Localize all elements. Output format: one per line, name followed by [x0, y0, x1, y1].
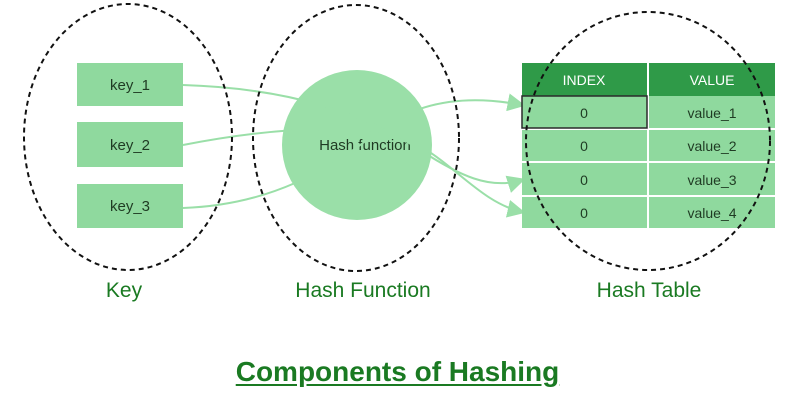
value-header-cell	[649, 63, 775, 96]
index-cell	[522, 197, 647, 228]
index-cell	[521, 95, 648, 129]
diagram-title: Components of Hashing	[235, 356, 560, 387]
index-header-cell	[522, 63, 647, 96]
key-label: key_1	[110, 77, 150, 94]
key-label: key_3	[110, 198, 150, 215]
value-cell	[649, 130, 775, 161]
key-box-1: key_1	[77, 63, 183, 106]
hash-function-label: Hash function	[319, 137, 411, 154]
hash-function-group-ellipse	[252, 4, 460, 272]
value-cell-text: value_4	[687, 205, 736, 221]
key-group-ellipse	[23, 3, 233, 271]
value-cell-text: value_1	[687, 105, 736, 121]
index-cell-text: 0	[580, 138, 588, 154]
key-label: key_2	[110, 137, 150, 154]
hash-function-group-label: Hash Function	[295, 279, 430, 302]
mapping-arrow-1	[182, 84, 526, 193]
mapping-arrow-2	[182, 127, 526, 218]
key-group-label: Key	[106, 279, 143, 302]
value-cell-text: value_3	[687, 172, 736, 188]
hash-function-circle	[282, 70, 432, 220]
index-cell-text: 0	[580, 205, 588, 221]
hash-table: INDEX VALUE 0 value_1 0 value_2 0 value_…	[521, 63, 775, 228]
key-box-3: key_3	[77, 184, 183, 228]
value-cell	[649, 197, 775, 228]
key-box-2: key_2	[77, 122, 183, 167]
hash-table-group-ellipse	[525, 11, 771, 271]
value-cell	[649, 163, 775, 195]
index-header: INDEX	[563, 72, 606, 88]
value-cell	[649, 96, 775, 128]
index-cell-text: 0	[580, 105, 588, 121]
index-cell	[522, 130, 647, 161]
value-header: VALUE	[690, 72, 735, 88]
mapping-arrow-3	[182, 93, 526, 209]
index-cell	[522, 163, 647, 195]
hash-table-group-label: Hash Table	[597, 279, 702, 302]
index-cell-text: 0	[580, 172, 588, 188]
value-cell-text: value_2	[687, 138, 736, 154]
